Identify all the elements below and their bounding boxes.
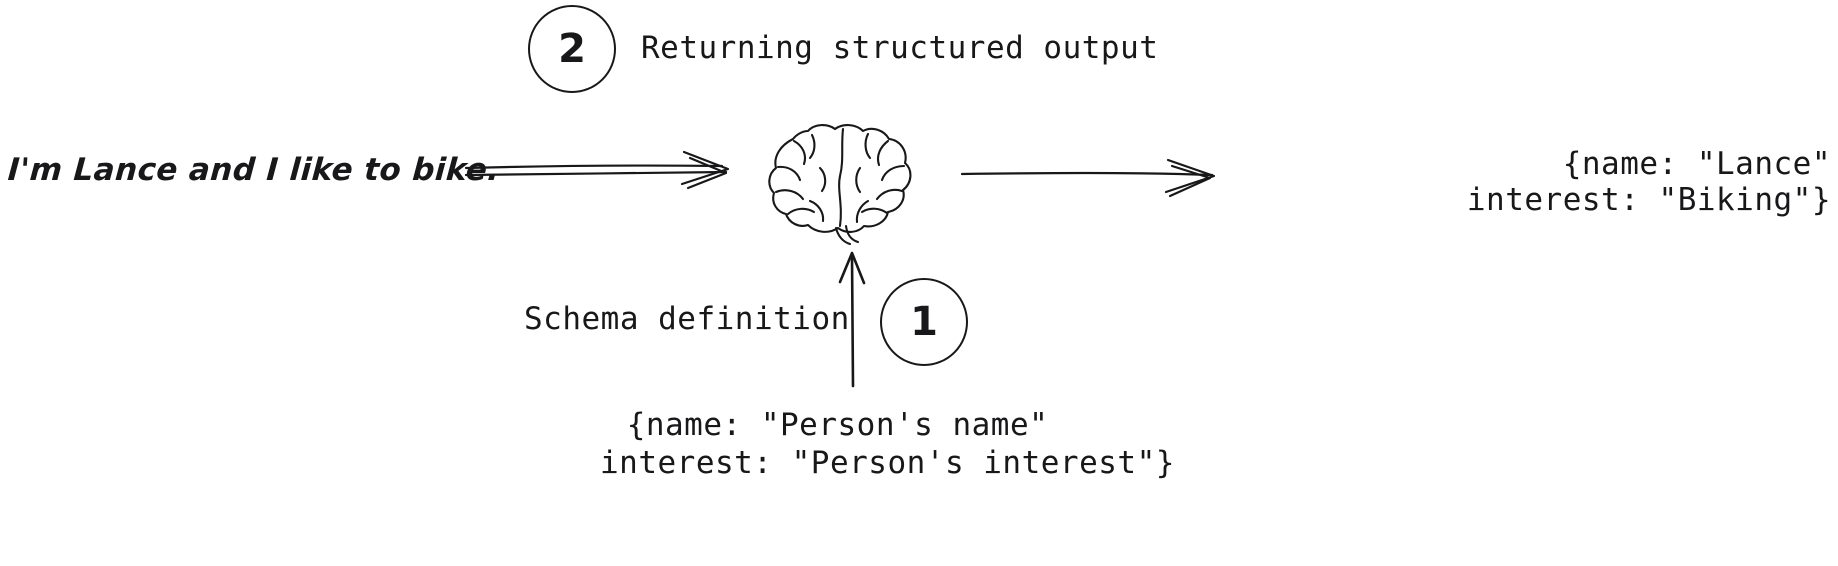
arrow-model-to-output — [960, 158, 1216, 198]
input-sentence-text: I'm Lance and I like to bike. — [6, 152, 501, 188]
step-2-number: 2 — [558, 26, 586, 72]
step-1-number: 1 — [910, 299, 938, 345]
structured-output-text: {name: "Lance" interest: "Biking"} — [1466, 146, 1831, 218]
step-2-badge: 2 — [528, 5, 616, 93]
brain-sketch-icon — [768, 124, 912, 246]
step-1-caption: Schema definition — [524, 301, 850, 337]
step-2-caption: Returning structured output — [641, 30, 1159, 66]
schema-definition-text: {name: "Person's name" interest: "Person… — [600, 407, 1175, 481]
arrow-input-to-model — [464, 150, 730, 190]
step-1-badge: 1 — [880, 278, 968, 366]
